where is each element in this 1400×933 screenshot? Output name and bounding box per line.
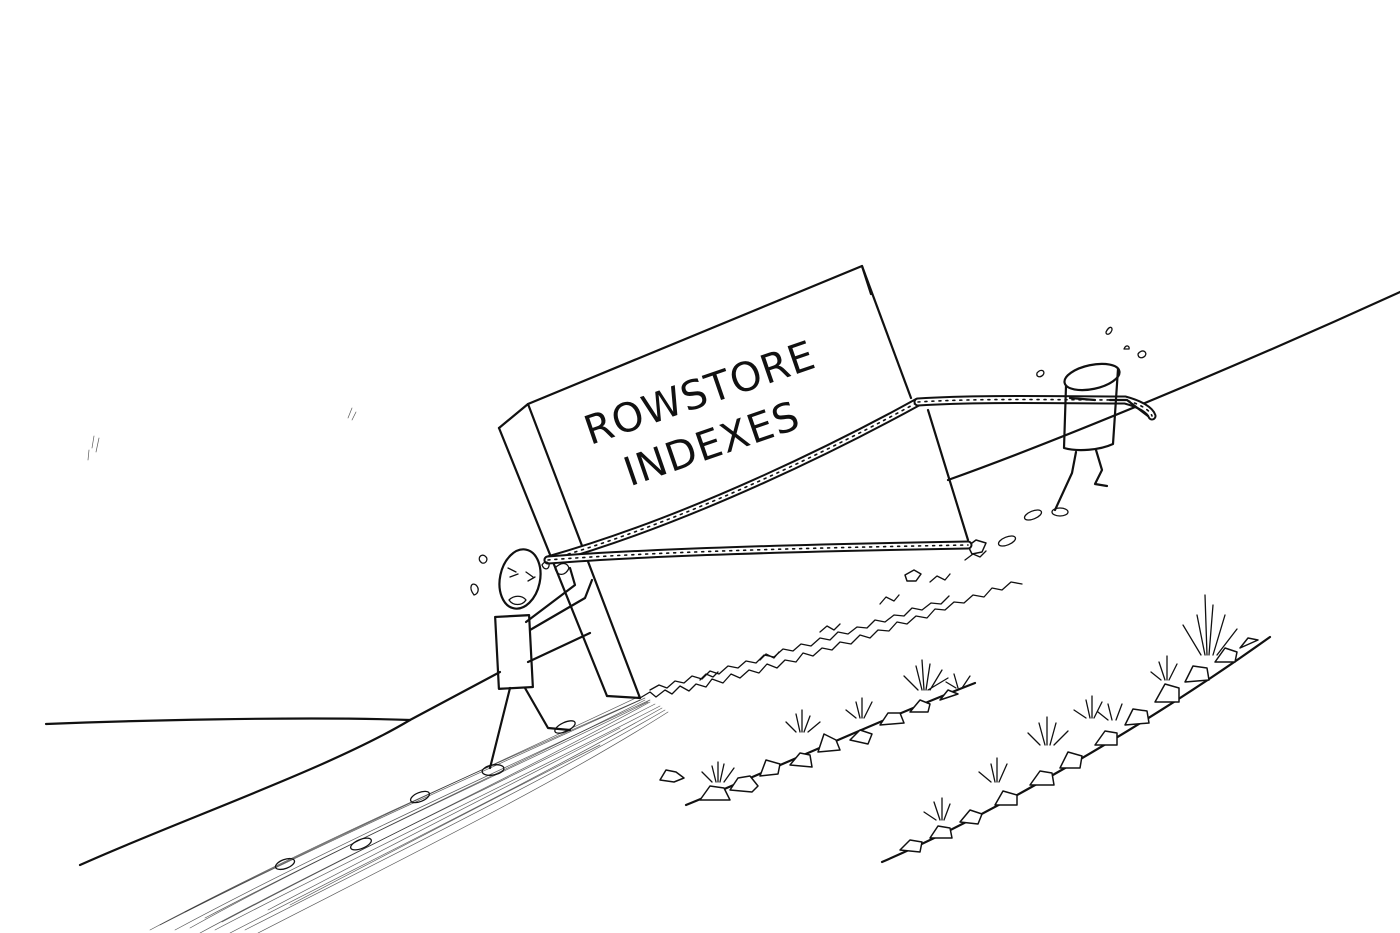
drag-streaks	[149, 695, 669, 933]
cup-rim	[1063, 362, 1121, 392]
hill	[44, 290, 1400, 867]
sign-label: ROWSTORE INDEXES	[578, 333, 821, 496]
footprints	[274, 509, 1043, 871]
rowstore-block	[497, 264, 970, 700]
motion-marks	[87, 407, 357, 461]
stick-figure-pusher	[470, 548, 594, 776]
pusher-head	[498, 548, 542, 610]
rubble-mound-2	[880, 594, 1272, 864]
cup-body	[1062, 367, 1120, 452]
pusher-body	[494, 614, 534, 690]
rubble-trail	[639, 539, 1023, 699]
rope	[543, 395, 1157, 565]
cup-figure-puller	[1036, 326, 1150, 517]
rubble-mound-1	[659, 659, 977, 807]
